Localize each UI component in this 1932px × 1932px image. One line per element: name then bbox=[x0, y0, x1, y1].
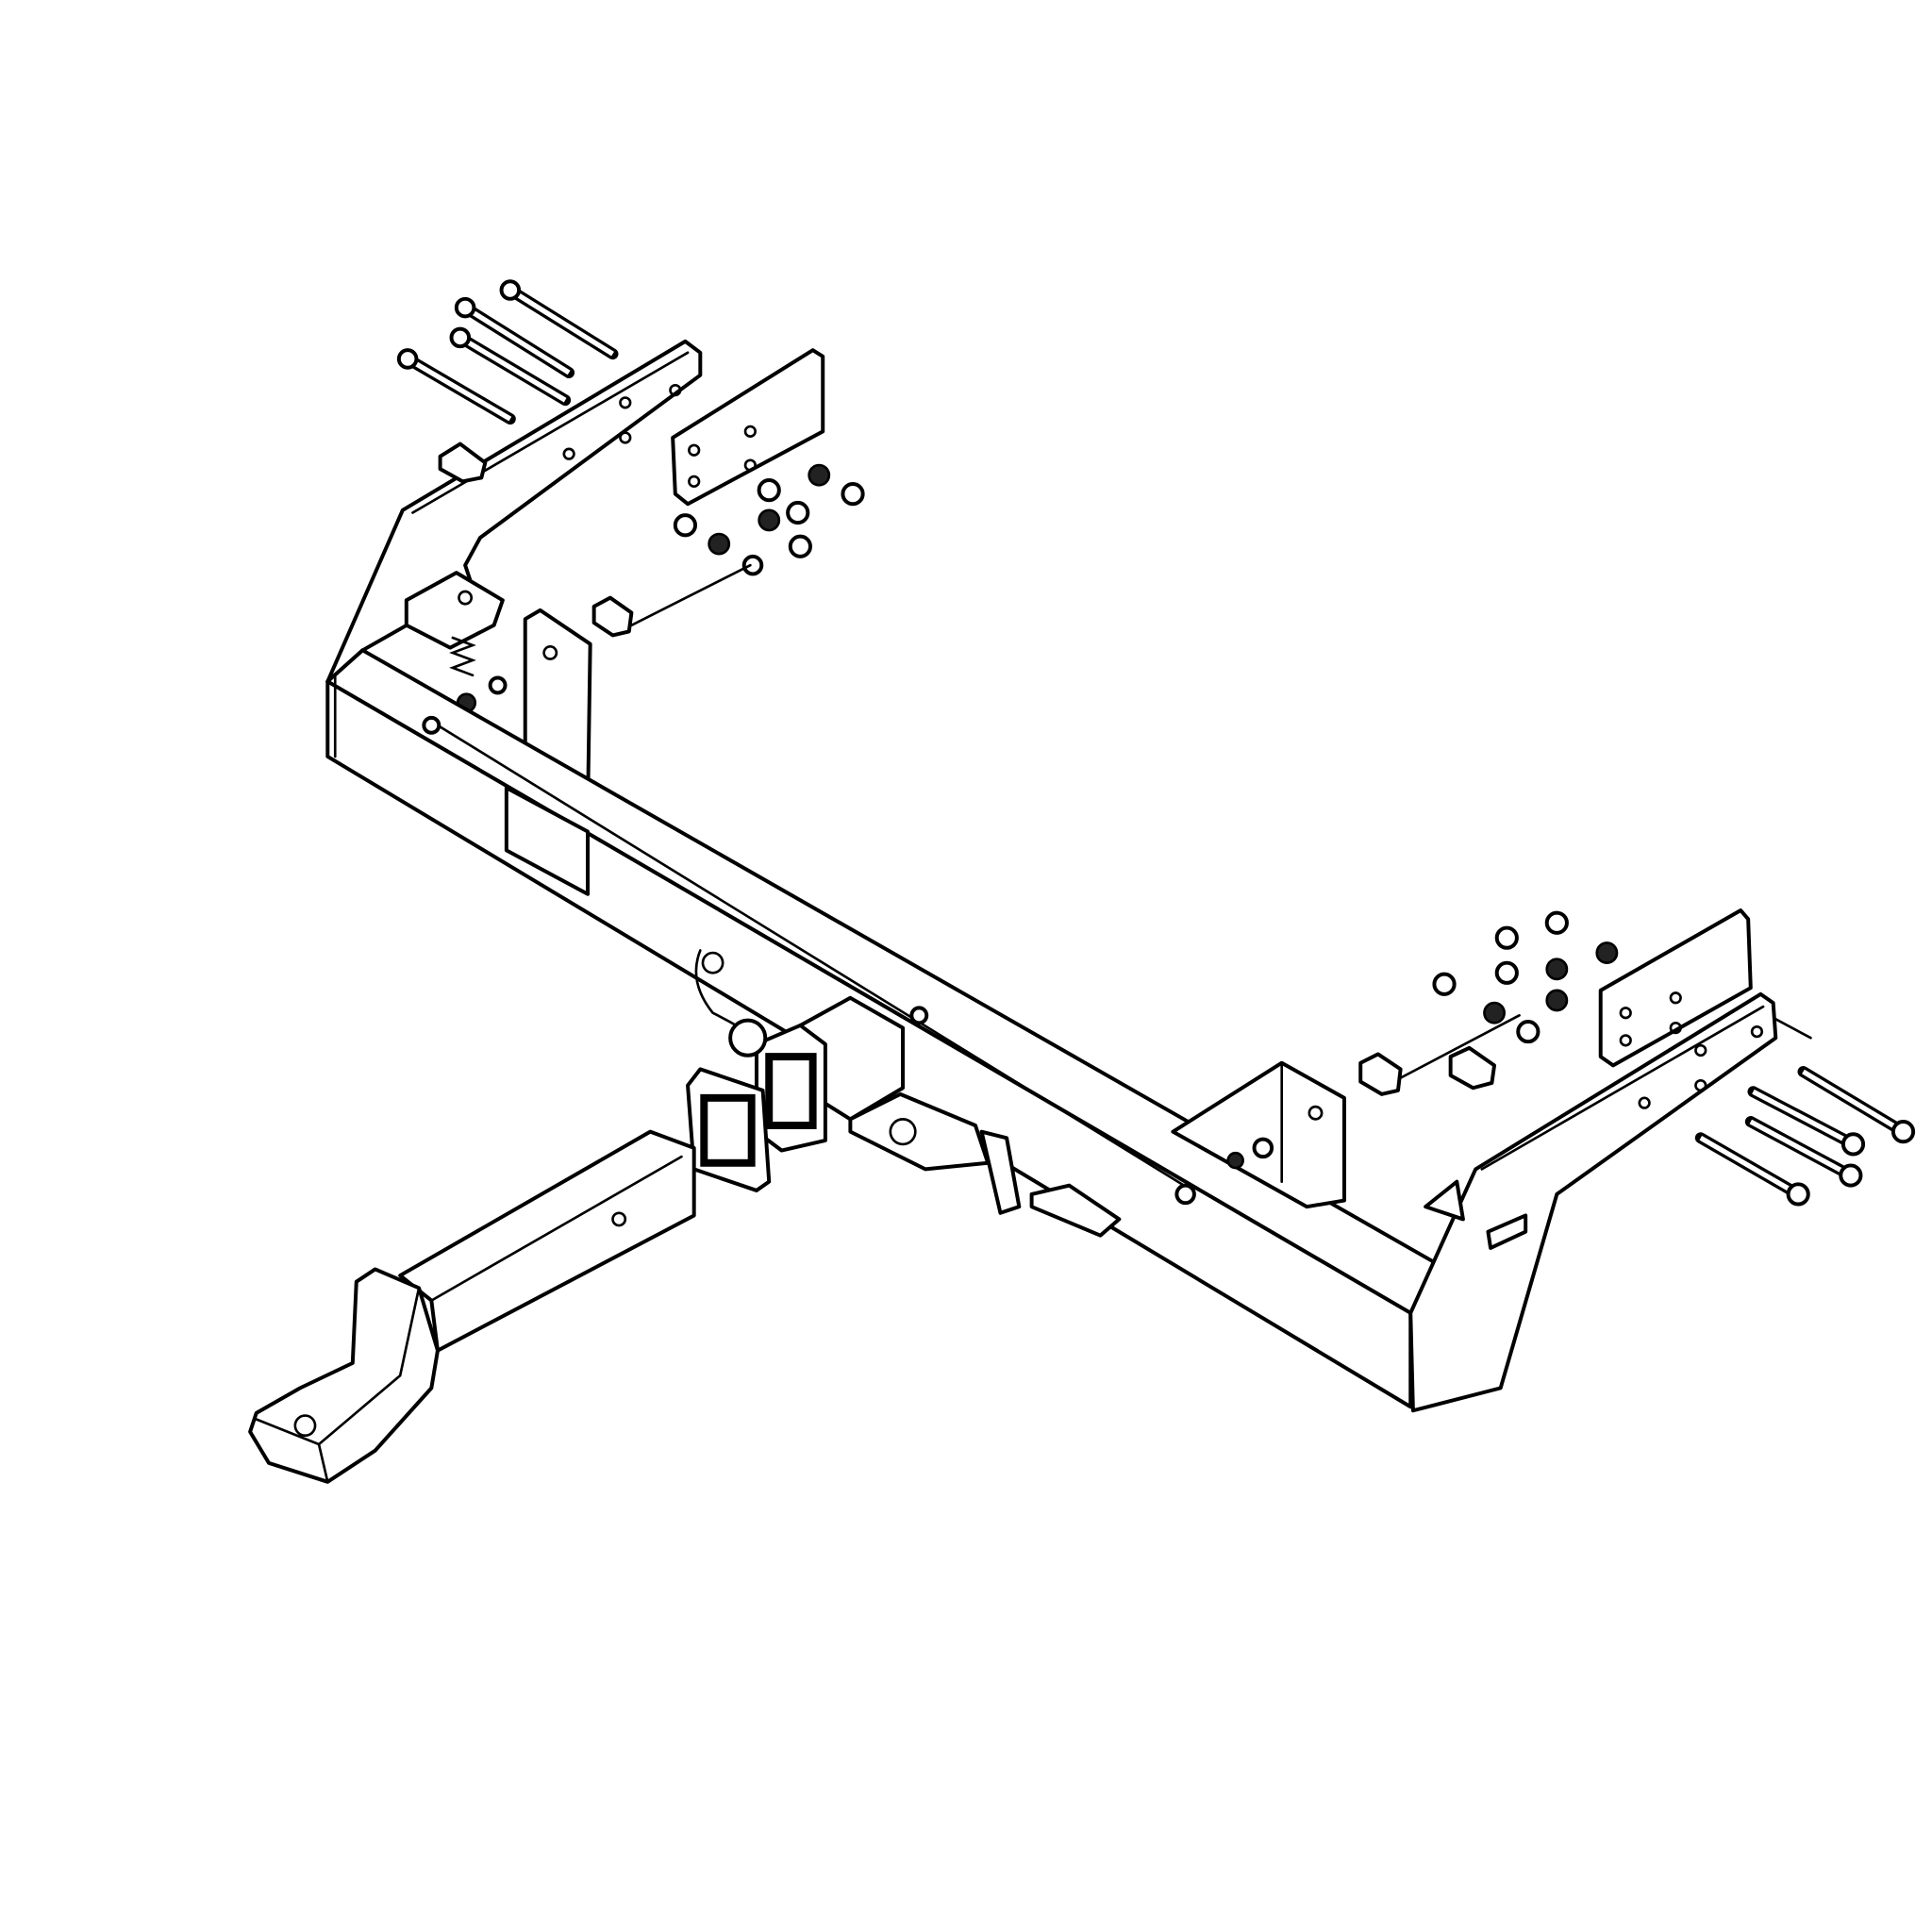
right-nuts-washers bbox=[1358, 910, 1619, 1096]
receiver-collar bbox=[686, 1067, 772, 1192]
hitch-receiver bbox=[694, 949, 1122, 1238]
left-clamp-plate bbox=[671, 348, 825, 507]
right-mounting-bracket bbox=[1171, 991, 1812, 1413]
right-bolts bbox=[1694, 1066, 1916, 1207]
ball-mount bbox=[248, 1129, 696, 1484]
right-clamp-plate bbox=[1598, 908, 1753, 1068]
left-bolts bbox=[396, 279, 619, 425]
left-mounting-bracket bbox=[325, 339, 703, 822]
left-nuts-washers bbox=[449, 463, 865, 713]
